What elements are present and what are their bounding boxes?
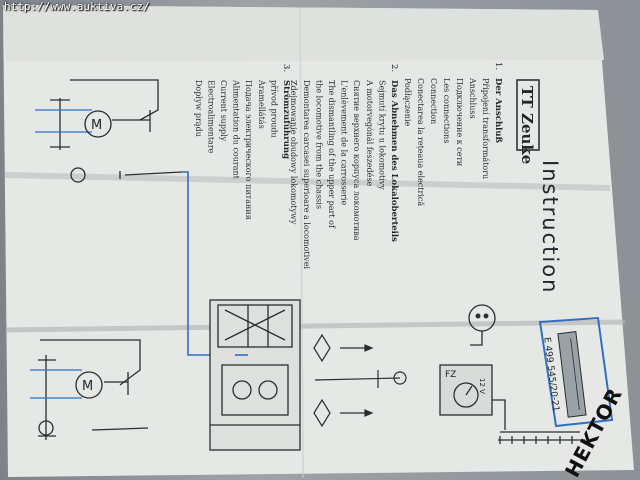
section-line: L'enlèvement de la carrosserie <box>340 80 349 205</box>
section-line: Снятие верхнего корпуса локомотива <box>352 80 361 241</box>
section-line: Áramellátás <box>257 79 266 129</box>
watermark-url: http://www.auktiva.cz/ <box>4 0 150 13</box>
brand-logo: TT Zeuke <box>516 79 540 164</box>
section-line: Zdejmowanie obudowy lokomotywy <box>289 80 298 225</box>
fold-line-vertical <box>299 7 304 479</box>
transformer-diagram: FZ 12 V <box>439 304 585 444</box>
section-line: Sejmutí krytu u lokomotivy <box>377 80 386 190</box>
section-line: Připojení transformátoru <box>481 78 490 179</box>
section-line: The dismantling of the upper part of <box>327 80 336 229</box>
section-heading: Das Abnehmen des Lokaloberteils <box>389 80 399 242</box>
section-line: Alimentation du courant <box>232 79 241 180</box>
motor-label-bottom: M <box>82 379 93 394</box>
motor-diagram-bottom: M <box>30 339 149 440</box>
section-number: 3. <box>281 64 291 72</box>
section-line: Подача электрического питания <box>244 80 253 220</box>
section-line: Electroalimentare <box>206 80 215 154</box>
section-number: 1. <box>493 62 503 70</box>
section-line: Podłączenie <box>403 78 412 127</box>
fold-line-top <box>4 172 611 191</box>
section-line: Dopływ prądu <box>194 80 203 137</box>
section-line: Demontarea carcasei superioare a locomot… <box>302 80 311 269</box>
section-line: the locomotive from the chassis <box>314 80 323 209</box>
voltage-label: 12 V <box>478 378 486 394</box>
paper <box>3 5 634 477</box>
locomotive-body-diagram <box>209 299 301 451</box>
track-icon <box>498 436 585 444</box>
section-heading: Der Anschluß <box>493 78 503 144</box>
section-line: Les connections <box>442 78 451 143</box>
brand-name: TT Zeuke <box>518 86 536 164</box>
controller-label: FZ <box>445 370 456 380</box>
fold-line-bottom <box>5 319 626 333</box>
section-line: Connection <box>429 78 438 124</box>
section-heading: Stromzuführung <box>281 80 292 159</box>
motor-label: M <box>91 118 102 133</box>
section-number: 2. <box>389 64 399 72</box>
section-line: Подключение к сети <box>455 78 464 166</box>
section-line: Current supply <box>219 80 228 142</box>
section-line: A motorvegónál feszedése <box>365 79 374 187</box>
section-line: přívod proudu <box>269 80 278 138</box>
section-line: Anschluss <box>468 77 477 119</box>
sheet-title: Instruction <box>538 160 562 294</box>
paper-top-shade <box>3 5 604 62</box>
parts-arrows <box>313 333 407 428</box>
section-line: Conectarea la rețeaua electrică <box>416 78 425 206</box>
